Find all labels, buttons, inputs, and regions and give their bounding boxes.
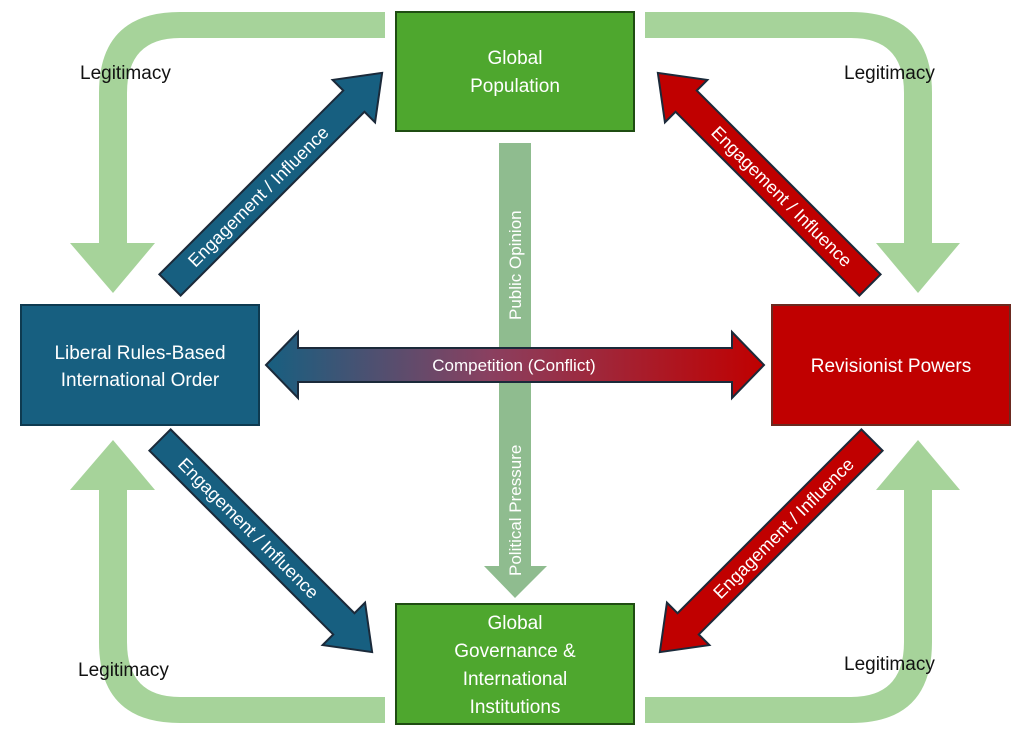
engagement-arrow-liberal-to-population: Engagement / Influence [157,71,384,298]
global-governance-line-4: Institutions [470,697,561,718]
legitimacy-label-top-left: Legitimacy [80,63,171,84]
node-liberal-order: Liberal Rules-Based International Order [20,304,260,426]
engagement-label-revisionist-governance: Engagement / Influence [709,454,858,603]
node-revisionist-powers: Revisionist Powers [771,304,1011,426]
legitimacy-arrow-bottom-right [645,440,960,723]
legitimacy-arrow-bottom-left [70,440,385,723]
legitimacy-arrow-top-left [70,12,385,293]
global-governance-line-3: International [463,669,568,690]
engagement-arrow-revisionist-to-governance: Engagement / Influence [658,427,885,654]
engagement-arrow-revisionist-to-population: Engagement / Influence [656,71,883,298]
liberal-order-line-1: Liberal Rules-Based [54,343,225,364]
competition-arrow: Competition (Conflict) [264,329,766,401]
public-opinion-label: Public Opinion [506,210,525,320]
revisionist-powers-label: Revisionist Powers [811,356,972,377]
political-pressure-label: Political Pressure [506,445,525,576]
engagement-label-liberal-population: Engagement / Influence [184,122,333,271]
node-global-governance: Global Governance & International Instit… [395,603,635,725]
node-global-population: Global Population [395,11,635,132]
legitimacy-arrow-top-right [645,12,960,293]
engagement-label-revisionist-population: Engagement / Influence [707,122,856,271]
liberal-order-line-2: International Order [61,370,220,391]
legitimacy-label-bottom-left: Legitimacy [78,660,169,681]
global-population-line-1: Global [488,48,543,69]
legitimacy-label-bottom-right: Legitimacy [844,654,935,675]
engagement-arrow-liberal-to-governance: Engagement / Influence [147,427,374,654]
global-governance-line-2: Governance & [454,641,576,662]
global-population-line-2: Population [470,76,560,97]
competition-label: Competition (Conflict) [432,356,595,375]
global-governance-line-1: Global [488,613,543,634]
legitimacy-label-top-right: Legitimacy [844,63,935,84]
engagement-label-liberal-governance: Engagement / Influence [174,454,323,603]
